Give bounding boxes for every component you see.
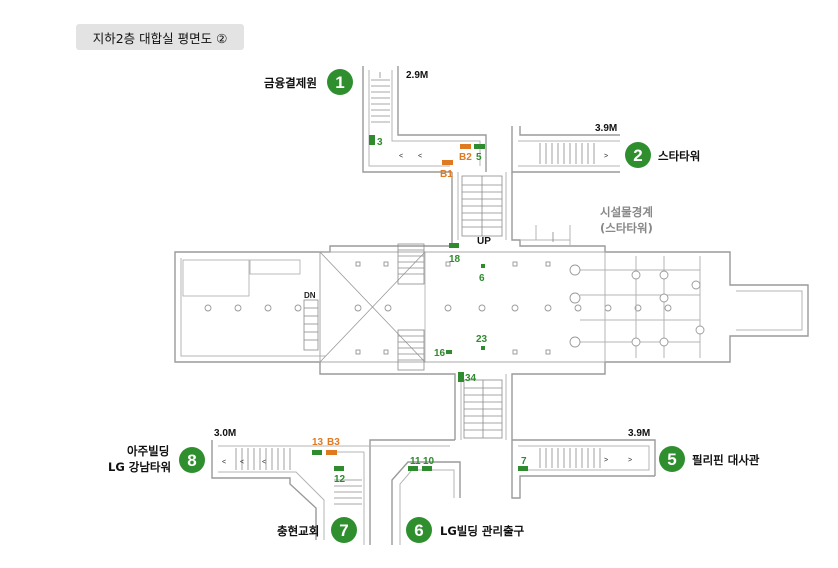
exit-1-corridor: < < <box>362 66 487 173</box>
width-exit-5: 3.9M <box>628 428 650 439</box>
gate-18-marker <box>449 243 459 248</box>
exit-2-badge: 2 스타타워 <box>625 142 700 168</box>
gate-b2-marker <box>460 144 471 149</box>
exit-7-circle-icon <box>331 517 357 543</box>
gate-b2-label: B2 <box>459 152 472 163</box>
svg-text:<: < <box>399 153 403 160</box>
exit-5-number: 5 <box>667 450 676 469</box>
gate-10-label: 10 <box>423 456 435 467</box>
page-title: 지하2층 대합실 평면도 ② <box>76 24 244 50</box>
exit-2-corridor: > <box>511 126 620 173</box>
gate-23-label: 23 <box>476 334 488 345</box>
exit-1-badge: 금융결제원 1 <box>264 69 353 95</box>
exit-8-circle-icon <box>179 447 205 473</box>
gate-6-marker <box>481 264 485 268</box>
gate-7-marker <box>518 466 528 471</box>
exit-2-number: 2 <box>633 146 642 165</box>
svg-text:<: < <box>262 459 266 466</box>
gate-b3-marker <box>326 450 337 455</box>
exit-8-name-line2: LG 강남타워 <box>108 460 171 474</box>
width-exit-1: 2.9M <box>406 70 428 81</box>
gate-6-label: 6 <box>479 273 485 284</box>
up-label: UP <box>477 236 491 247</box>
gate-13-label: 13 <box>312 437 324 448</box>
gate-b1-marker <box>442 160 453 165</box>
exit-8-number: 8 <box>187 451 196 470</box>
gate-11-marker <box>408 466 418 471</box>
gate-13-marker <box>312 450 322 455</box>
gate-5-label: 5 <box>476 152 482 163</box>
main-hall <box>182 225 705 371</box>
boundary-note-line1: 시설물경계 <box>600 205 653 219</box>
exit-6-circle-icon <box>406 517 432 543</box>
svg-text:<: < <box>222 459 226 466</box>
exit-8-name-line1: 아주빌딩 <box>127 444 169 458</box>
svg-text:>: > <box>604 153 608 160</box>
width-exit-8: 3.0M <box>214 428 236 439</box>
gate-7-label: 7 <box>521 456 527 467</box>
gate-34-label: 34 <box>465 373 477 384</box>
svg-text:>: > <box>628 457 632 464</box>
gate-16-marker <box>446 350 452 354</box>
gate-16-label: 16 <box>434 348 446 359</box>
exit-6-badge: 6 LG빌딩 관리출구 <box>406 517 525 543</box>
boundary-note-line2: (스타타워) <box>600 221 653 235</box>
gate-b1-label: B1 <box>440 169 453 180</box>
exit-7-name: 충현교회 <box>277 524 319 538</box>
exit-1-number: 1 <box>335 73 344 92</box>
exit-8-badge: 아주빌딩 LG 강남타워 8 <box>108 444 205 474</box>
exit-6-name: LG빌딩 관리출구 <box>440 524 525 538</box>
exit-7-number: 7 <box>339 521 348 540</box>
gate-3-marker <box>369 135 375 145</box>
gate-12-marker <box>334 466 344 471</box>
width-exit-2: 3.9M <box>595 123 617 134</box>
svg-text:>: > <box>604 457 608 464</box>
exit-2-circle-icon <box>625 142 651 168</box>
dn-label: DN <box>304 291 316 300</box>
svg-text:<: < <box>240 459 244 466</box>
exit-1-name: 금융결제원 <box>264 76 317 90</box>
gate-23-marker <box>481 346 485 350</box>
exit-8-corridor: < < < <box>211 439 455 545</box>
gate-18-label: 18 <box>449 254 461 265</box>
exit-2-name: 스타타워 <box>658 149 700 163</box>
exit-6-number: 6 <box>414 521 423 540</box>
gate-5-marker <box>474 144 485 149</box>
gate-12-label: 12 <box>334 474 346 485</box>
exit-5-badge: 5 필리핀 대사관 <box>659 446 760 472</box>
gate-34-marker <box>458 372 464 382</box>
exit-1-circle-icon <box>327 69 353 95</box>
exit-5-corridor: > > <box>511 439 656 499</box>
exit-5-circle-icon <box>659 446 685 472</box>
exit-5-name: 필리핀 대사관 <box>692 453 760 467</box>
exit-7-badge: 충현교회 7 <box>277 517 357 543</box>
svg-text:<: < <box>418 153 422 160</box>
gate-10-marker <box>422 466 432 471</box>
gate-3-label: 3 <box>377 137 383 148</box>
gate-b3-label: B3 <box>327 437 340 448</box>
upper-passage <box>174 172 809 440</box>
gate-11-label: 11 <box>410 456 421 467</box>
